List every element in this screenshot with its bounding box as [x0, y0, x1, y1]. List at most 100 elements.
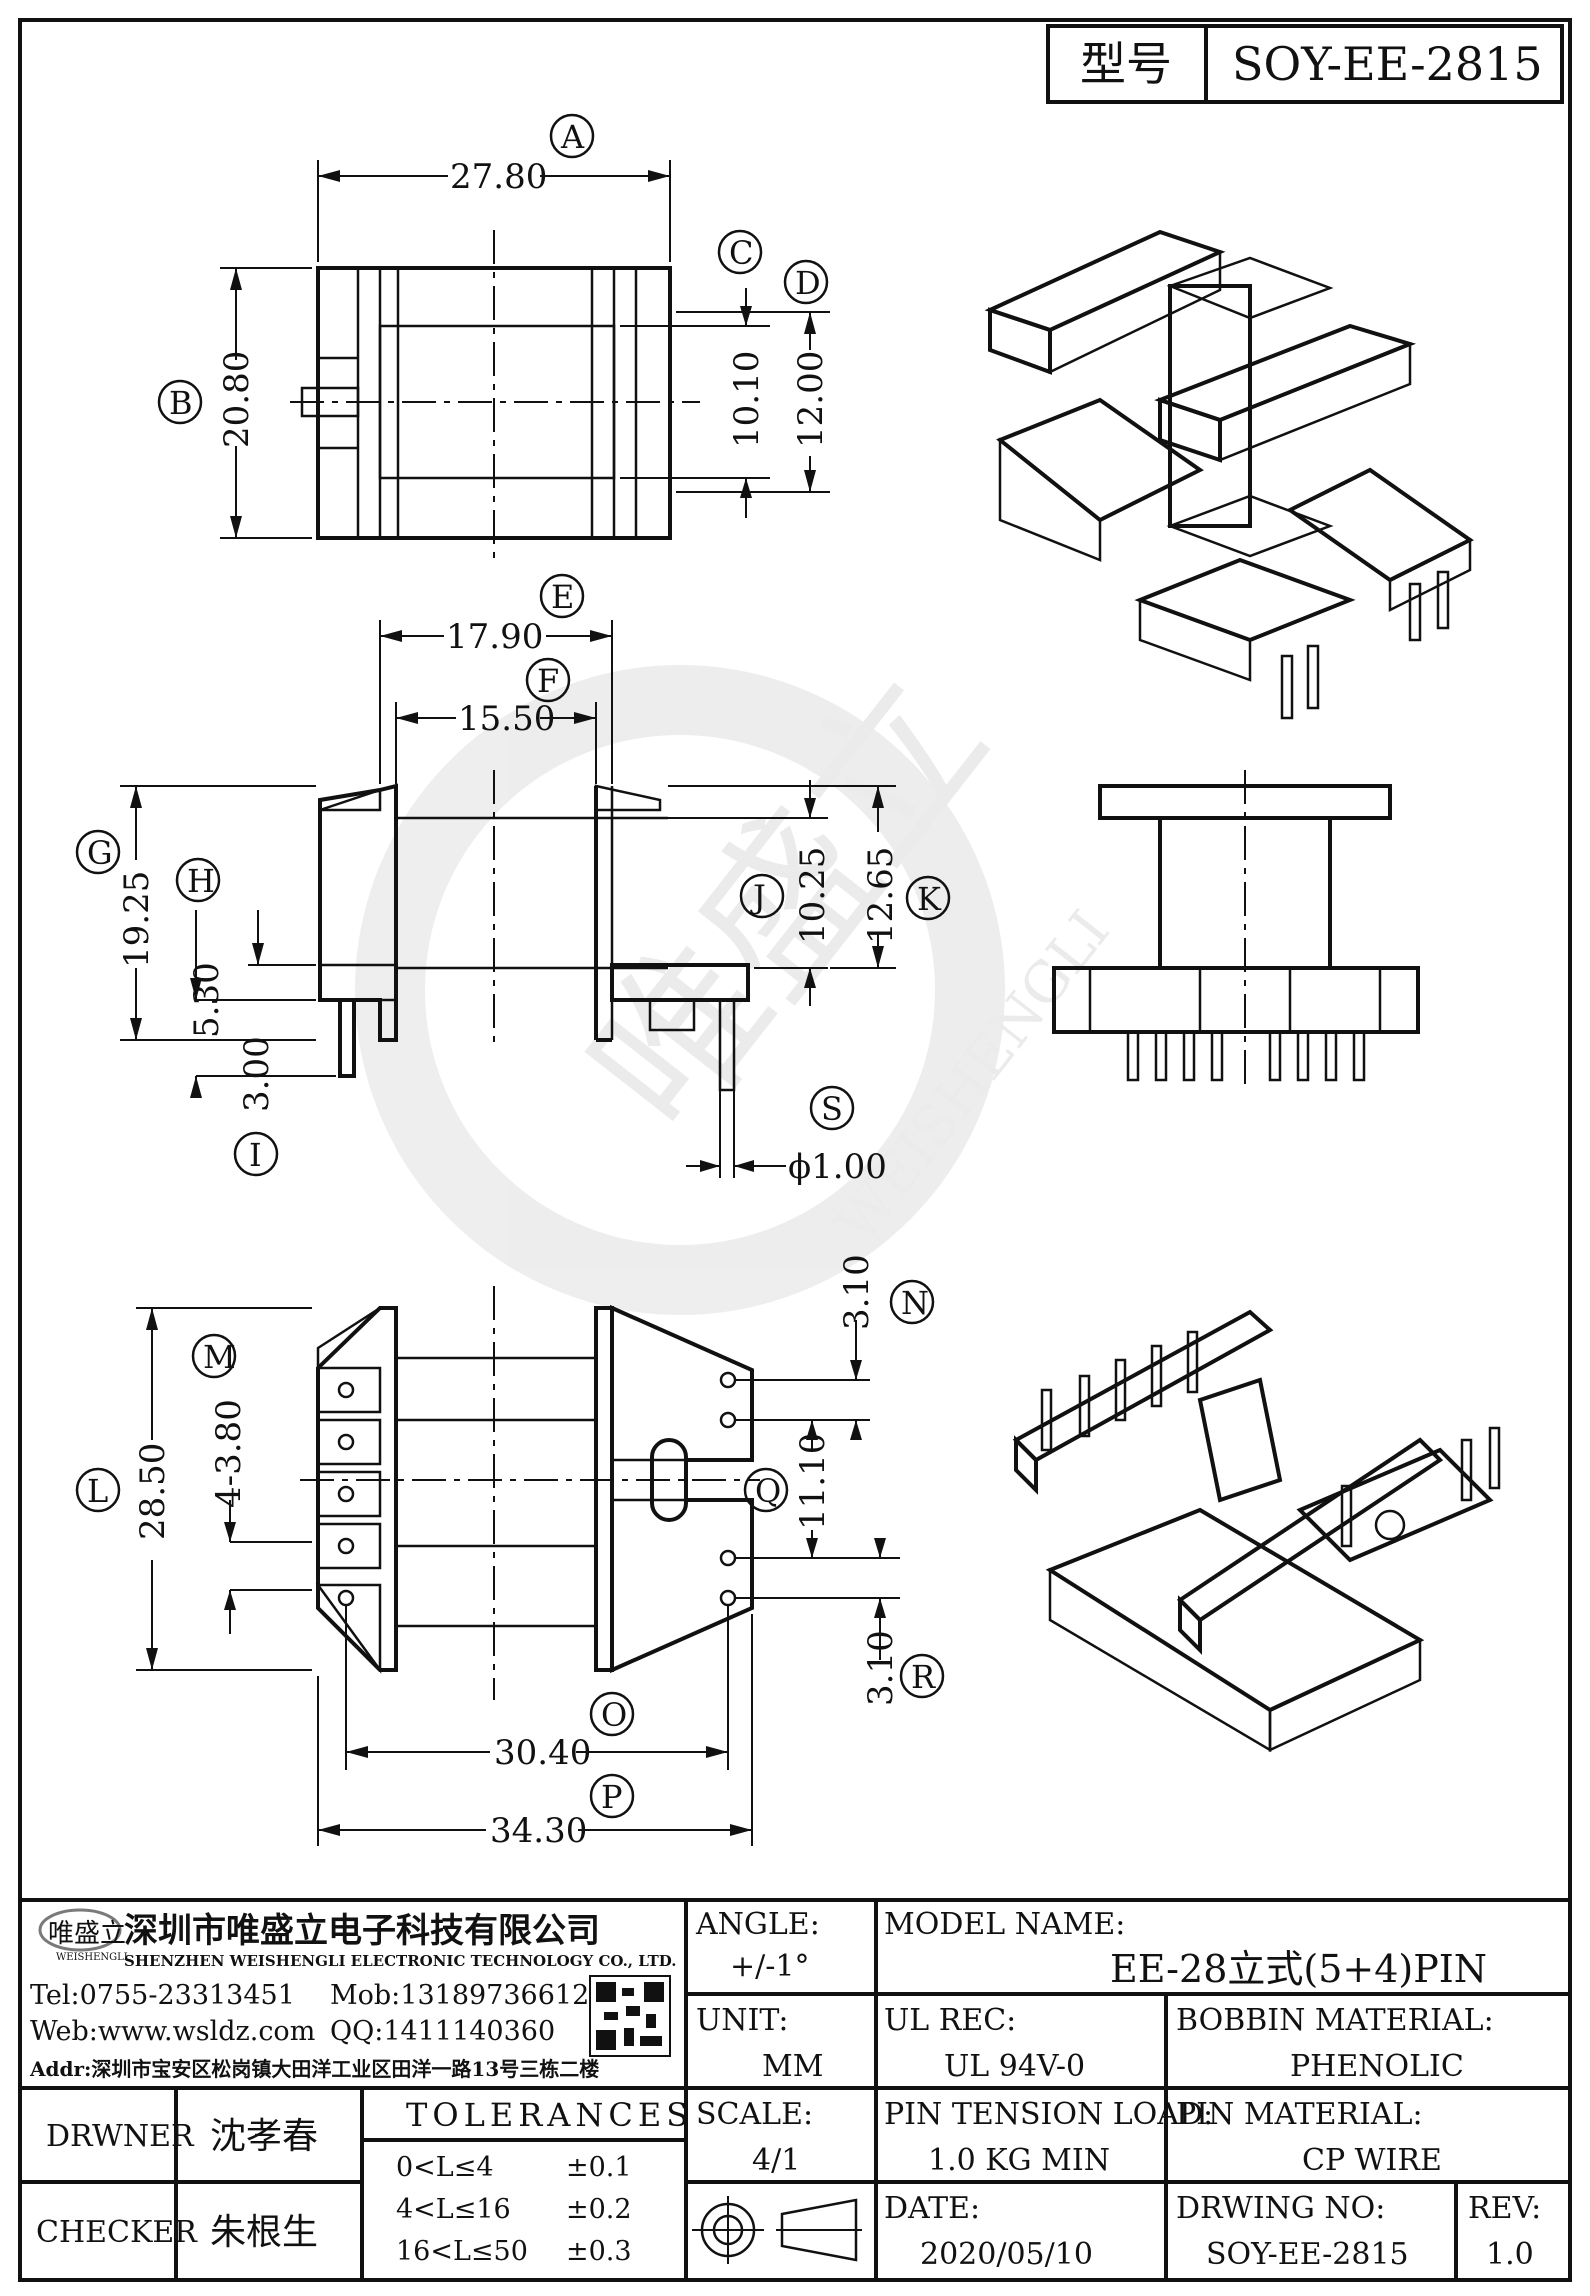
svg-text:J: J: [750, 878, 766, 916]
qr-code: [589, 1975, 671, 2057]
rev-value: 1.0: [1486, 2237, 1534, 2272]
balloon-g: G: [75, 829, 121, 875]
dim-s-value: ϕ1.00: [788, 1147, 887, 1187]
pin-tension-value: 1.0 KG MIN: [928, 2143, 1110, 2178]
dim-q-value: 11.10: [793, 1433, 833, 1530]
svg-text:C: C: [729, 234, 753, 272]
balloon-e: E: [539, 573, 585, 619]
angle-value: +/-1°: [730, 1949, 809, 1984]
svg-text:G: G: [87, 834, 113, 872]
balloon-o: O: [589, 1691, 635, 1737]
svg-text:S: S: [821, 1090, 843, 1128]
company-address: Addr:深圳市宝安区松岗镇大田洋工业区田洋一路13号三栋二楼: [29, 2057, 599, 2081]
iso-view-top: [984, 229, 1474, 720]
company-logo: 唯盛立 WEISHENGLI: [38, 1908, 128, 1963]
bottom-view: 28.50 4-3.80 3.10 11.10 3.10: [133, 1254, 901, 1851]
date-label: DATE:: [884, 2191, 980, 2226]
ul-rec-label: UL REC:: [884, 2003, 1016, 2038]
svg-text:D: D: [795, 264, 821, 302]
bobbin-material-label: BOBBIN MATERIAL:: [1176, 2003, 1494, 2038]
dim-k-value: 12.65: [861, 847, 901, 944]
unit-label: UNIT:: [696, 2003, 788, 2038]
side-view: [1052, 770, 1420, 1090]
tolerance-value-2: ±0.2: [566, 2194, 632, 2225]
balloon-n: N: [889, 1279, 935, 1325]
balloon-c: C: [717, 229, 763, 275]
drawer-value: 沈孝春: [210, 2116, 318, 2157]
tolerance-value-3: ±0.3: [566, 2236, 632, 2267]
dim-r-value: 3.10: [861, 1630, 901, 1706]
company-qq: QQ:1411140360: [330, 2016, 555, 2047]
balloon-p: P: [589, 1773, 635, 1819]
svg-text:I: I: [249, 1136, 262, 1174]
svg-text:H: H: [187, 862, 215, 900]
dim-c-value: 10.10: [727, 351, 767, 448]
svg-text:K: K: [917, 880, 942, 918]
checker-label: CHECKER: [36, 2215, 198, 2250]
company-name-cn: 深圳市唯盛立电子科技有限公司: [124, 1911, 600, 1951]
dim-b-value: 20.80: [217, 351, 257, 448]
model-name-value: EE-28立式(5+4)PIN: [1110, 1947, 1487, 1991]
scale-value: 4/1: [752, 2143, 800, 2178]
dim-a-value: 27.80: [450, 157, 547, 197]
top-view: 27.80 20.80 10.10 12.00: [217, 157, 831, 565]
dim-f-value: 15.50: [458, 699, 555, 739]
dim-g-value: 19.25: [117, 871, 157, 968]
drawing-no-label: DRWING NO:: [1176, 2191, 1385, 2226]
front-view: 17.90 15.50 19.25 5.30 3.00: [117, 617, 901, 1187]
svg-text:M: M: [203, 1338, 236, 1376]
dim-l-value: 28.50: [133, 1443, 173, 1540]
balloon-k: K: [905, 875, 951, 921]
dim-o-value: 30.40: [494, 1733, 591, 1773]
svg-text:O: O: [601, 1696, 627, 1734]
balloon-b: B: [157, 379, 203, 425]
unit-value: MM: [762, 2049, 823, 2084]
pin-material-value: CP WIRE: [1302, 2143, 1442, 2178]
tolerance-range-3: 16<L≤50: [396, 2236, 528, 2267]
balloon-d: D: [783, 259, 829, 305]
balloon-l: L: [75, 1467, 121, 1513]
tolerance-value-1: ±0.1: [566, 2152, 632, 2183]
drawer-label: DRWNER: [46, 2119, 195, 2154]
date-value: 2020/05/10: [920, 2237, 1093, 2272]
type-label: 型号: [1080, 37, 1172, 91]
svg-text:E: E: [551, 578, 574, 616]
dim-m-value: 4-3.80: [209, 1399, 249, 1508]
dim-i-value: 3.00: [237, 1036, 277, 1112]
dim-j-value: 10.25: [793, 847, 833, 944]
svg-text:A: A: [560, 118, 585, 156]
balloons: A B C D E F G H I J K S L M N Q R O P: [75, 113, 951, 1819]
svg-text:R: R: [911, 1658, 936, 1696]
header-block: 型号 SOY-EE-2815: [1046, 24, 1564, 104]
model-name-label: MODEL NAME:: [884, 1907, 1125, 1942]
company-web: Web:www.wsldz.com: [30, 2016, 315, 2047]
svg-text:P: P: [601, 1778, 623, 1816]
balloon-h: H: [175, 857, 221, 903]
balloon-q: Q: [743, 1467, 789, 1513]
tolerance-range-1: 0<L≤4: [396, 2152, 494, 2183]
angle-label: ANGLE:: [695, 1907, 820, 1942]
balloon-m: M: [191, 1333, 237, 1379]
dim-p-value: 34.30: [490, 1811, 587, 1851]
tolerance-range-2: 4<L≤16: [396, 2194, 511, 2225]
svg-text:B: B: [169, 384, 193, 422]
model-number: SOY-EE-2815: [1232, 37, 1543, 91]
balloon-j: J: [739, 873, 785, 919]
svg-text:F: F: [537, 662, 559, 700]
dim-e-value: 17.90: [446, 617, 543, 657]
tolerances-label: TOLERANCES: [406, 2096, 693, 2134]
pin-tension-label: PIN TENSION LOAD:: [884, 2097, 1213, 2132]
logo-cn: 唯盛立: [48, 1919, 126, 1949]
drawing-no-value: SOY-EE-2815: [1206, 2237, 1409, 2272]
pin-material-label: PIN MATERIAL:: [1176, 2097, 1423, 2132]
bobbin-material-value: PHENOLIC: [1290, 2049, 1464, 2084]
balloon-a: A: [549, 113, 595, 159]
company-tel: Tel:0755-23313451: [30, 1980, 295, 2011]
iso-view-bottom: [1012, 1309, 1501, 1753]
checker-value: 朱根生: [210, 2212, 318, 2253]
balloon-r: R: [899, 1653, 945, 1699]
scale-label: SCALE:: [696, 2097, 813, 2132]
balloon-s: S: [809, 1085, 855, 1131]
dim-n-value: 3.10: [837, 1254, 877, 1330]
